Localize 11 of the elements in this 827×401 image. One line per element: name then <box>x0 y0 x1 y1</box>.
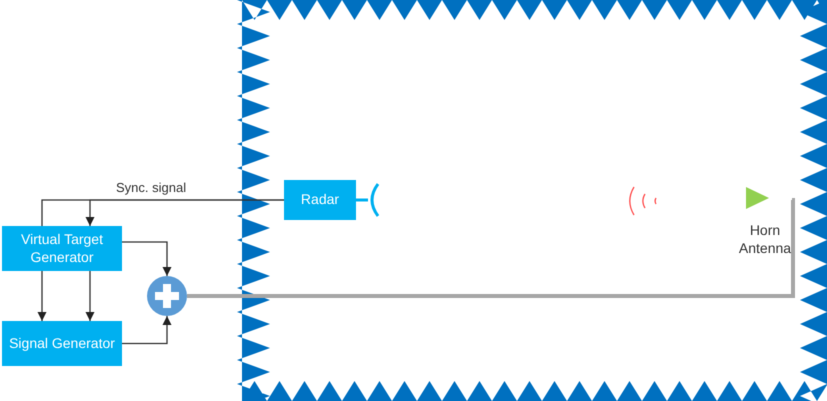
connector <box>122 241 172 276</box>
connector <box>41 199 284 226</box>
connector <box>85 271 95 321</box>
antenna-label: Horn Antenna <box>738 222 792 257</box>
process-box: Radar <box>284 180 356 220</box>
process-box: Virtual Target Generator <box>2 226 122 271</box>
edge-label: Sync. signal <box>114 180 188 195</box>
connector <box>122 316 172 344</box>
process-box: Signal Generator <box>2 321 122 366</box>
connector <box>187 198 795 298</box>
connector <box>37 271 47 321</box>
